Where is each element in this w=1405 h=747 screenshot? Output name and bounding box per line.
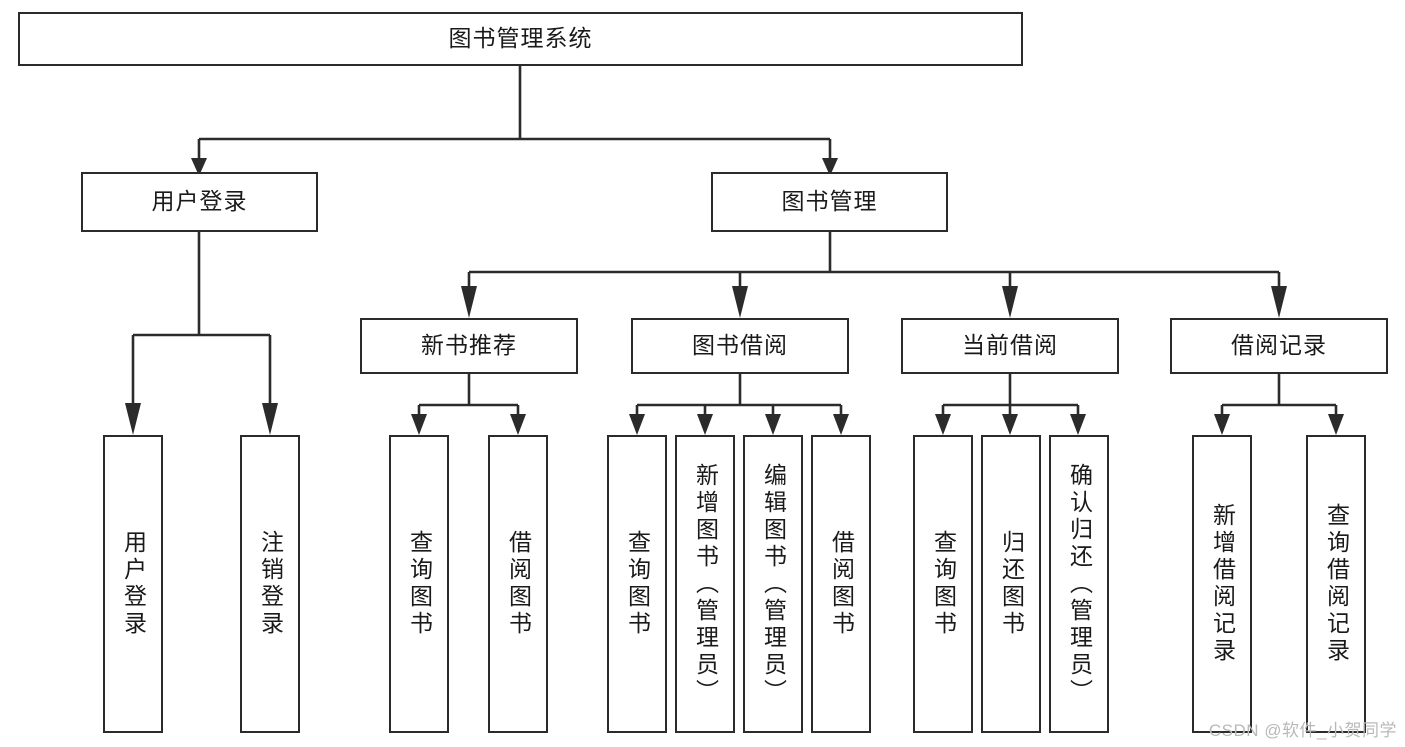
- arrowhead-new-book-recommend: [461, 286, 477, 318]
- node-book-manage[interactable]: 图书管理: [711, 172, 948, 232]
- leaf-user-login-label: 用户登录: [120, 530, 147, 638]
- leaf-add-book[interactable]: 新增图书（管理员）: [675, 435, 735, 733]
- arrowhead-leaf-user-login: [125, 403, 141, 435]
- arrowhead-leaf-borrow-book-1: [510, 414, 526, 435]
- arrowhead-leaf-query-book-1: [411, 414, 427, 435]
- leaf-confirm-return[interactable]: 确认归还（管理员）: [1049, 435, 1109, 733]
- arrowhead-book-borrow: [732, 286, 748, 318]
- leaf-query-book-3-label: 查询图书: [930, 530, 957, 638]
- leaf-borrow-book-2[interactable]: 借阅图书: [811, 435, 871, 733]
- leaf-edit-book-label: 编辑图书（管理员）: [760, 462, 787, 706]
- node-user-login[interactable]: 用户登录: [81, 172, 318, 232]
- leaf-add-record[interactable]: 新增借阅记录: [1192, 435, 1252, 733]
- arrowhead-leaf-add-book: [697, 414, 713, 435]
- leaf-edit-book[interactable]: 编辑图书（管理员）: [743, 435, 803, 733]
- leaf-return-book-label: 归还图书: [998, 530, 1025, 638]
- arrowhead-leaf-return-book: [1002, 414, 1018, 435]
- watermark-text: CSDN @软件_小贺同学: [1208, 721, 1397, 740]
- node-root[interactable]: 图书管理系统: [18, 12, 1023, 66]
- arrowhead-leaf-add-record: [1214, 414, 1230, 435]
- leaf-query-book-2-label: 查询图书: [624, 530, 651, 638]
- leaf-user-login[interactable]: 用户登录: [103, 435, 163, 733]
- leaf-return-book[interactable]: 归还图书: [981, 435, 1041, 733]
- arrowhead-leaf-edit-book: [765, 414, 781, 435]
- node-borrow-record[interactable]: 借阅记录: [1170, 318, 1388, 374]
- arrowhead-leaf-borrow-book-2: [833, 414, 849, 435]
- node-book-borrow[interactable]: 图书借阅: [631, 318, 849, 374]
- leaf-logout-label: 注销登录: [257, 530, 284, 638]
- leaf-logout[interactable]: 注销登录: [240, 435, 300, 733]
- arrowhead-leaf-confirm-return: [1070, 414, 1086, 435]
- arrowhead-current-borrow: [1002, 286, 1018, 318]
- arrowhead-leaf-query-book-3: [935, 414, 951, 435]
- node-new-book-recommend[interactable]: 新书推荐: [360, 318, 578, 374]
- node-root-label: 图书管理系统: [448, 25, 593, 52]
- leaf-query-book-2[interactable]: 查询图书: [607, 435, 667, 733]
- leaf-add-record-label: 新增借阅记录: [1209, 503, 1236, 665]
- leaf-borrow-book-2-label: 借阅图书: [828, 530, 855, 638]
- leaf-add-book-label: 新增图书（管理员）: [692, 462, 719, 706]
- node-current-borrow-label: 当前借阅: [962, 332, 1058, 359]
- node-borrow-record-label: 借阅记录: [1231, 332, 1327, 359]
- arrowhead-leaf-query-book-2: [629, 414, 645, 435]
- leaf-query-book-1[interactable]: 查询图书: [389, 435, 449, 733]
- node-new-book-recommend-label: 新书推荐: [421, 332, 517, 359]
- leaf-query-record-label: 查询借阅记录: [1323, 503, 1350, 665]
- arrowhead-leaf-logout: [262, 403, 278, 435]
- leaf-query-record[interactable]: 查询借阅记录: [1306, 435, 1366, 733]
- node-current-borrow[interactable]: 当前借阅: [901, 318, 1119, 374]
- arrowhead-borrow-record: [1271, 286, 1287, 318]
- node-user-login-label: 用户登录: [151, 188, 248, 215]
- leaf-query-book-3[interactable]: 查询图书: [913, 435, 973, 733]
- leaf-borrow-book-1[interactable]: 借阅图书: [488, 435, 548, 733]
- node-book-borrow-label: 图书借阅: [692, 332, 788, 359]
- arrowhead-leaf-query-record: [1328, 414, 1344, 435]
- node-book-manage-label: 图书管理: [781, 188, 878, 215]
- leaf-confirm-return-label: 确认归还（管理员）: [1066, 462, 1093, 706]
- leaf-query-book-1-label: 查询图书: [406, 530, 433, 638]
- leaf-borrow-book-1-label: 借阅图书: [505, 530, 532, 638]
